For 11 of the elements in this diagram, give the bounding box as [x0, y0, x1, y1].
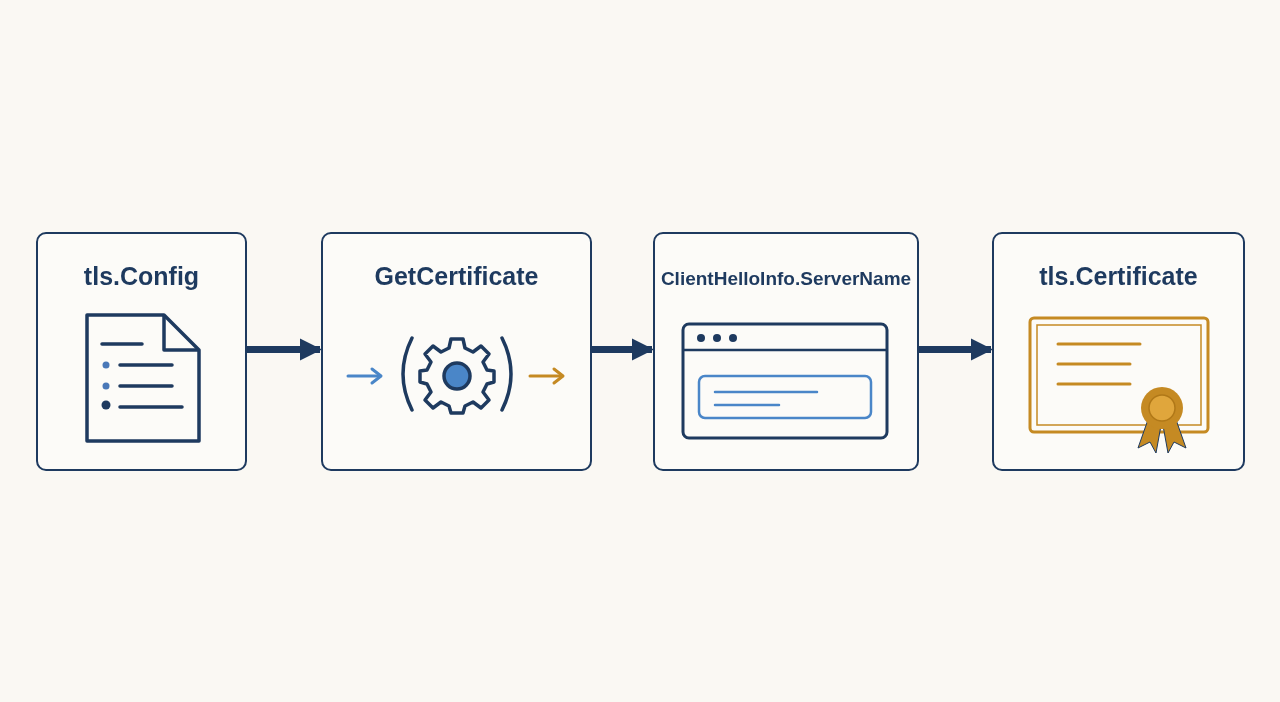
process-box [36, 232, 247, 471]
box-title: GetCertificate [373, 262, 540, 291]
process-box [653, 232, 919, 471]
process-box [321, 232, 592, 471]
box-title: tls.Certificate [1038, 262, 1199, 291]
arrow [592, 338, 655, 361]
arrow [919, 338, 994, 361]
box-title: tls.Config [82, 262, 201, 291]
arrow [247, 338, 323, 361]
process-box [992, 232, 1245, 471]
box-title: ClientHelloInfo.ServerName [659, 268, 913, 290]
